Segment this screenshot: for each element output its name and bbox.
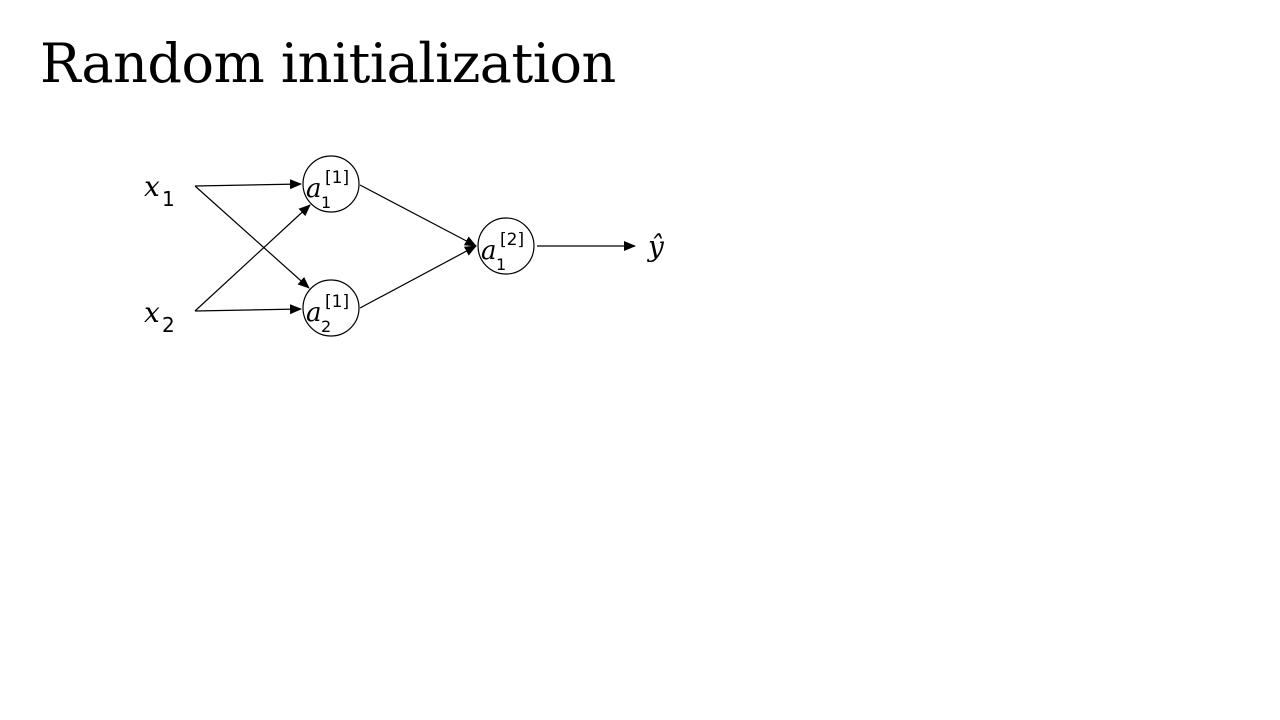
output-node-a1: a 1 [2]	[477, 217, 535, 275]
hidden-node-a1-circle	[302, 155, 360, 213]
edge-x1-to-a2-1	[194, 185, 310, 289]
input-x2-symbol: x	[144, 296, 160, 329]
prediction-symbol: ŷ	[646, 230, 665, 263]
hidden-a2-symbol: a	[306, 298, 322, 328]
hidden-node-a2-circle	[302, 279, 360, 337]
edge-a1-1-to-a1-2	[359, 184, 477, 247]
output-a1-subscript: 1	[496, 255, 506, 274]
prediction-y-hat: ŷ	[646, 230, 665, 263]
input-x2-subscript: 2	[162, 313, 175, 337]
input-node-x1: x 1	[144, 170, 175, 211]
output-node-circle	[477, 217, 535, 275]
output-a1-symbol: a	[481, 236, 497, 266]
input-x1-symbol: x	[144, 170, 160, 203]
hidden-a2-superscript: [1]	[325, 292, 349, 312]
hidden-a1-superscript: [1]	[325, 168, 349, 188]
output-a1-superscript: [2]	[500, 230, 524, 250]
hidden-a1-symbol: a	[306, 174, 322, 204]
edge-x2-to-a1-1	[194, 204, 311, 312]
slide-title: Random initialization	[40, 32, 616, 95]
input-node-x2: x 2	[144, 296, 175, 337]
hidden-node-a2: a 2 [1]	[302, 279, 360, 337]
hidden-a1-subscript: 1	[321, 193, 331, 212]
edge-x1-to-a1-1	[194, 179, 302, 190]
input-x1-subscript: 1	[162, 187, 175, 211]
hidden-a2-subscript: 2	[321, 317, 331, 336]
edge-x2-to-a2-1	[194, 304, 302, 315]
hidden-node-a1: a 1 [1]	[302, 155, 360, 213]
edge-a2-1-to-a1-2	[359, 245, 477, 309]
